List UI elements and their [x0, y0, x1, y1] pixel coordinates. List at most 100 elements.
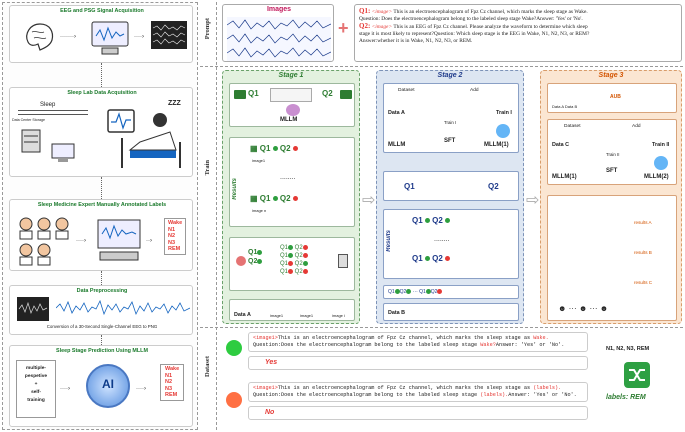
label-n2: N2: [168, 233, 176, 239]
signal-lines-2: [18, 114, 88, 115]
expert-labels-list: Wake N1 N2 N3 REM: [164, 218, 187, 255]
method-3: +: [34, 382, 38, 387]
divider-vertical: [216, 2, 217, 430]
prompt-images-box: Images: [222, 4, 334, 62]
prompt-eeg-stack: [227, 17, 331, 61]
s1-q1-icon: [234, 90, 246, 99]
section-dataset-label: Dataset: [204, 356, 211, 377]
s1-data-a-imgi: image i: [332, 313, 345, 318]
pred-wake: Wake: [165, 366, 180, 372]
q1-text2: Question: Does the electroencephalogram …: [359, 16, 583, 22]
zzz-label: ZZZ: [168, 100, 181, 107]
left-pipeline-panel: EEG and PSG Signal Acquisition ·······› …: [2, 2, 198, 430]
ex2-reply-text: No: [265, 409, 275, 416]
ex2-stage: (labels).: [533, 385, 562, 391]
q1-prefix: Q1:: [359, 7, 371, 15]
eeg-machine-icon: [91, 21, 129, 55]
dots-2: ····›: [134, 34, 144, 40]
s3-aub-label: AUB: [610, 94, 621, 100]
eeg-screen-icon: [151, 21, 187, 49]
images-label: Images: [266, 6, 292, 13]
example-1-box: <image1>This is an electroencephalogram …: [248, 332, 588, 352]
ex2-text1: This is an electroencephalogram of Fpz C…: [277, 385, 534, 391]
s1-data-a-img2: image1: [300, 313, 314, 318]
q1-text: This is an electroencephalogram of Fpz C…: [393, 9, 588, 15]
eeg-png-waveform: [56, 299, 190, 316]
example-1-reply: Yes: [248, 356, 588, 370]
ex1-tag: <image1>: [253, 335, 278, 341]
method-2: pespetive: [24, 374, 48, 379]
ex1-ans: Answer: 'Yes' or 'No'.: [495, 342, 565, 348]
pred-rem: REM: [165, 392, 178, 398]
s3-union-box: Data A Data B AUB: [547, 83, 677, 113]
s1-thumbs: [270, 88, 312, 102]
stage-2-title: Stage 2: [437, 72, 463, 79]
s3-data-ab-label: Data A Data B: [552, 104, 578, 109]
ex2-ans: Answer: 'Yes' or 'No'.: [508, 392, 577, 398]
divider-prompt: [200, 66, 683, 67]
experts-icon: [19, 217, 69, 266]
prompt-questions-box: Q1: <image> This is an electroencephalog…: [354, 4, 682, 62]
step-signal-acquisition: EEG and PSG Signal Acquisition ·······› …: [9, 5, 193, 63]
s1-q1-label: Q1: [248, 89, 259, 98]
s1-dots: ........: [280, 174, 296, 181]
step-sleep-lab: Sleep Lab Data Acquisition Sleep Data Ce…: [9, 87, 193, 177]
s3-robot-icon: [654, 156, 668, 170]
s1-question-box: Q1 Q2 MLLM: [229, 83, 355, 127]
ex1-q: Question:: [253, 342, 282, 348]
ai-chip: [86, 364, 130, 408]
brain-icon: [26, 23, 54, 51]
stage-1-panel: Stage 1 Q1 Q2 MLLM Results ▦ Q1 Q2 image…: [222, 70, 360, 324]
s2-row1: Q1 Q2: [412, 216, 451, 225]
q2-tag: <image>: [371, 24, 393, 30]
s3-results-box: results A results B results C ☻ ··· ☻ ··…: [547, 195, 677, 321]
ex1-stage2: Wake?: [480, 342, 496, 348]
server-icon: [21, 129, 41, 153]
s1-q2-label: Q2: [322, 89, 333, 98]
s3-train-box: Dataset Add Data C Train II Train II MLL…: [547, 119, 677, 185]
pred-n1: N1: [165, 372, 173, 379]
step3-title: Sleep Medicine Expert Manually Annotated…: [37, 202, 167, 208]
s2-sft-label: SFT: [444, 138, 456, 144]
stage-2-panel: Stage 2 Dataset Add Data A Train I Train…: [376, 70, 524, 324]
dots-6: ····›: [136, 386, 146, 392]
s3-results-c: results C: [634, 280, 653, 285]
stage-3-title: Stage 3: [598, 72, 624, 79]
step-prediction: Sleep Stage Prediction Using MLLM multip…: [9, 345, 193, 427]
sleep-label: Sleep: [40, 102, 56, 108]
ex2-text2: Does the electroencephalogram belong to …: [281, 392, 481, 398]
s2-row-dots: ........: [434, 236, 450, 243]
ai-label: AI: [102, 377, 114, 391]
signal-lines: [18, 110, 88, 111]
pred-n3: N3: [165, 385, 173, 392]
divider-dataset: [200, 327, 683, 328]
s3-train-ii-label: Train II: [652, 142, 670, 148]
s1-filter-icon: [236, 256, 246, 266]
ex1-text2: Does the electroencephalogram belong to …: [281, 342, 481, 348]
arrow-s2-s3: ⇨: [526, 192, 540, 209]
s2-mllm1-label: MLLM(1): [484, 142, 509, 148]
sad-face-icon: [226, 392, 242, 408]
labels-rem-text: labels: REM: [606, 394, 646, 401]
step-preprocessing: Data Preprocessing Conversion of a 30-Se…: [9, 285, 193, 335]
step5-title: Sleep Stage Prediction Using MLLM: [56, 348, 148, 354]
s3-add-label: Add: [632, 124, 641, 129]
arrow-4: [101, 335, 102, 345]
s2-q1: Q1: [404, 182, 415, 191]
s1-data-a-label: Data A: [234, 312, 251, 318]
step4-caption: Conversion of a 30-Second Single-Channel…: [46, 324, 158, 329]
s2-q2: Q2: [488, 182, 499, 191]
s2-data-a-label: Data A: [388, 110, 405, 116]
dots-1: ·······›: [60, 34, 76, 40]
example-2-box: <image1>This is an electroencephalogram …: [248, 382, 588, 402]
q2-text: This is an EEG of Fpz Cz channel. Please…: [393, 24, 588, 30]
labels-set-text: N1, N2, N3, REM: [606, 346, 650, 352]
q2-text2: stage it is most likely to represent?Que…: [359, 31, 590, 37]
s1-row1: ▦ Q1 Q2: [250, 144, 298, 153]
label-rem: REM: [168, 246, 181, 252]
s1-results-label: Results: [232, 178, 238, 200]
s3-data-c-label: Data C: [552, 142, 570, 148]
stage-3-panel: Stage 3 Data A Data B AUB Dataset Add Da…: [540, 70, 682, 324]
